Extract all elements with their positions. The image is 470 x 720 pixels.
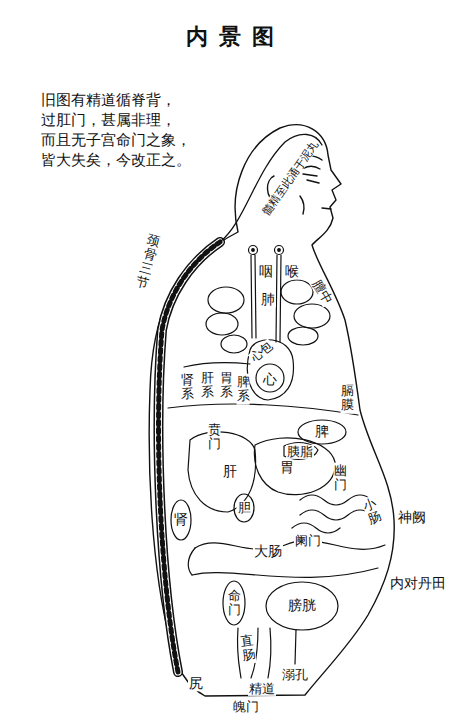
drawing-stroke [192, 568, 378, 577]
drawing-stroke [254, 438, 335, 495]
organ-label: 溺孔 [281, 668, 309, 682]
drawing-stroke [184, 363, 250, 367]
drawing-stroke [220, 134, 322, 242]
drawing-stroke [304, 166, 320, 169]
organ-label: 膈膜 [341, 383, 354, 414]
drawing-stroke [276, 255, 281, 342]
drawing-stroke [268, 628, 271, 678]
drawing-stroke [295, 630, 296, 664]
drawing-stroke [288, 327, 318, 345]
drawing-stroke [292, 523, 340, 533]
bone-label: 颈骨三节 [134, 232, 162, 293]
drawing-stroke [284, 443, 318, 460]
organ-label: 胆 [237, 501, 252, 515]
drawing-stroke [266, 582, 338, 630]
point-label: 内对丹田 [389, 576, 447, 591]
channel-label: 髓精至此涌于泥丸 [259, 138, 321, 219]
drawing-stroke [294, 304, 330, 328]
organ-label: 贲门 [208, 422, 221, 453]
drawing-stroke [303, 174, 317, 176]
organ-label: 膀胱 [287, 598, 317, 613]
organ-label: 直肠 [239, 632, 256, 664]
organ-label: 心包 [248, 339, 276, 366]
drawing-stroke [307, 180, 319, 183]
drawing-stroke [252, 249, 255, 252]
organ-label: 阑门 [294, 534, 322, 548]
organ-label: 喉 [284, 264, 300, 279]
drawing-stroke [249, 246, 258, 255]
organs [168, 246, 385, 679]
drawing-stroke [278, 249, 281, 252]
drawing-stroke [300, 196, 304, 214]
drawing-stroke [298, 420, 346, 444]
drawing-stroke [195, 541, 385, 550]
point-label: 膻中 [309, 276, 335, 307]
drawing-stroke [234, 494, 254, 522]
drawing-stroke [206, 313, 238, 335]
organ-label: 小肠 [361, 495, 384, 528]
spine [159, 134, 322, 672]
drawing-stroke [208, 287, 244, 313]
drawing-stroke [171, 500, 191, 540]
organ-label: 胃 [279, 460, 295, 475]
organ-label: 肝 [222, 464, 238, 479]
organ-label: 胰脂 [286, 445, 314, 459]
organ-label: 尻 [188, 676, 204, 691]
note-text: 旧图有精道循脊背， 过肛门，甚属非理， 而且无子宫命门之象， 皆大失矣，今改正之… [40, 90, 194, 170]
organ-label: 幽门 [334, 463, 347, 494]
organ-label: 肾系 [181, 372, 194, 403]
drawing-stroke [168, 404, 358, 415]
point-label: 神阙 [397, 510, 427, 525]
organ-label: 脾系 [237, 374, 250, 405]
organ-label: 大肠 [253, 544, 283, 559]
drawing-stroke [223, 581, 245, 625]
drawing-stroke [251, 255, 256, 338]
drawing-stroke [149, 125, 394, 696]
organ-label: 肾 [173, 512, 189, 527]
organ-label: 咽 [258, 264, 274, 279]
organ-label: 心 [262, 372, 278, 387]
organ-label: 胃系 [220, 370, 233, 401]
drawing-stroke [256, 364, 284, 392]
title: 内景图 [0, 22, 470, 52]
organ-label: 魄门 [232, 700, 260, 714]
organ-label: 肺 [260, 292, 276, 307]
organ-label: 命门 [228, 588, 241, 619]
organ-label: 精道 [248, 682, 276, 696]
drawing-stroke [221, 335, 247, 353]
drawing-stroke [275, 246, 284, 255]
drawing-stroke [322, 208, 331, 209]
organ-label: 脾 [314, 424, 330, 439]
body-outline [149, 125, 394, 696]
organ-label: 肝系 [201, 370, 214, 401]
drawing-stroke [300, 510, 372, 520]
drawing-stroke [188, 548, 195, 575]
